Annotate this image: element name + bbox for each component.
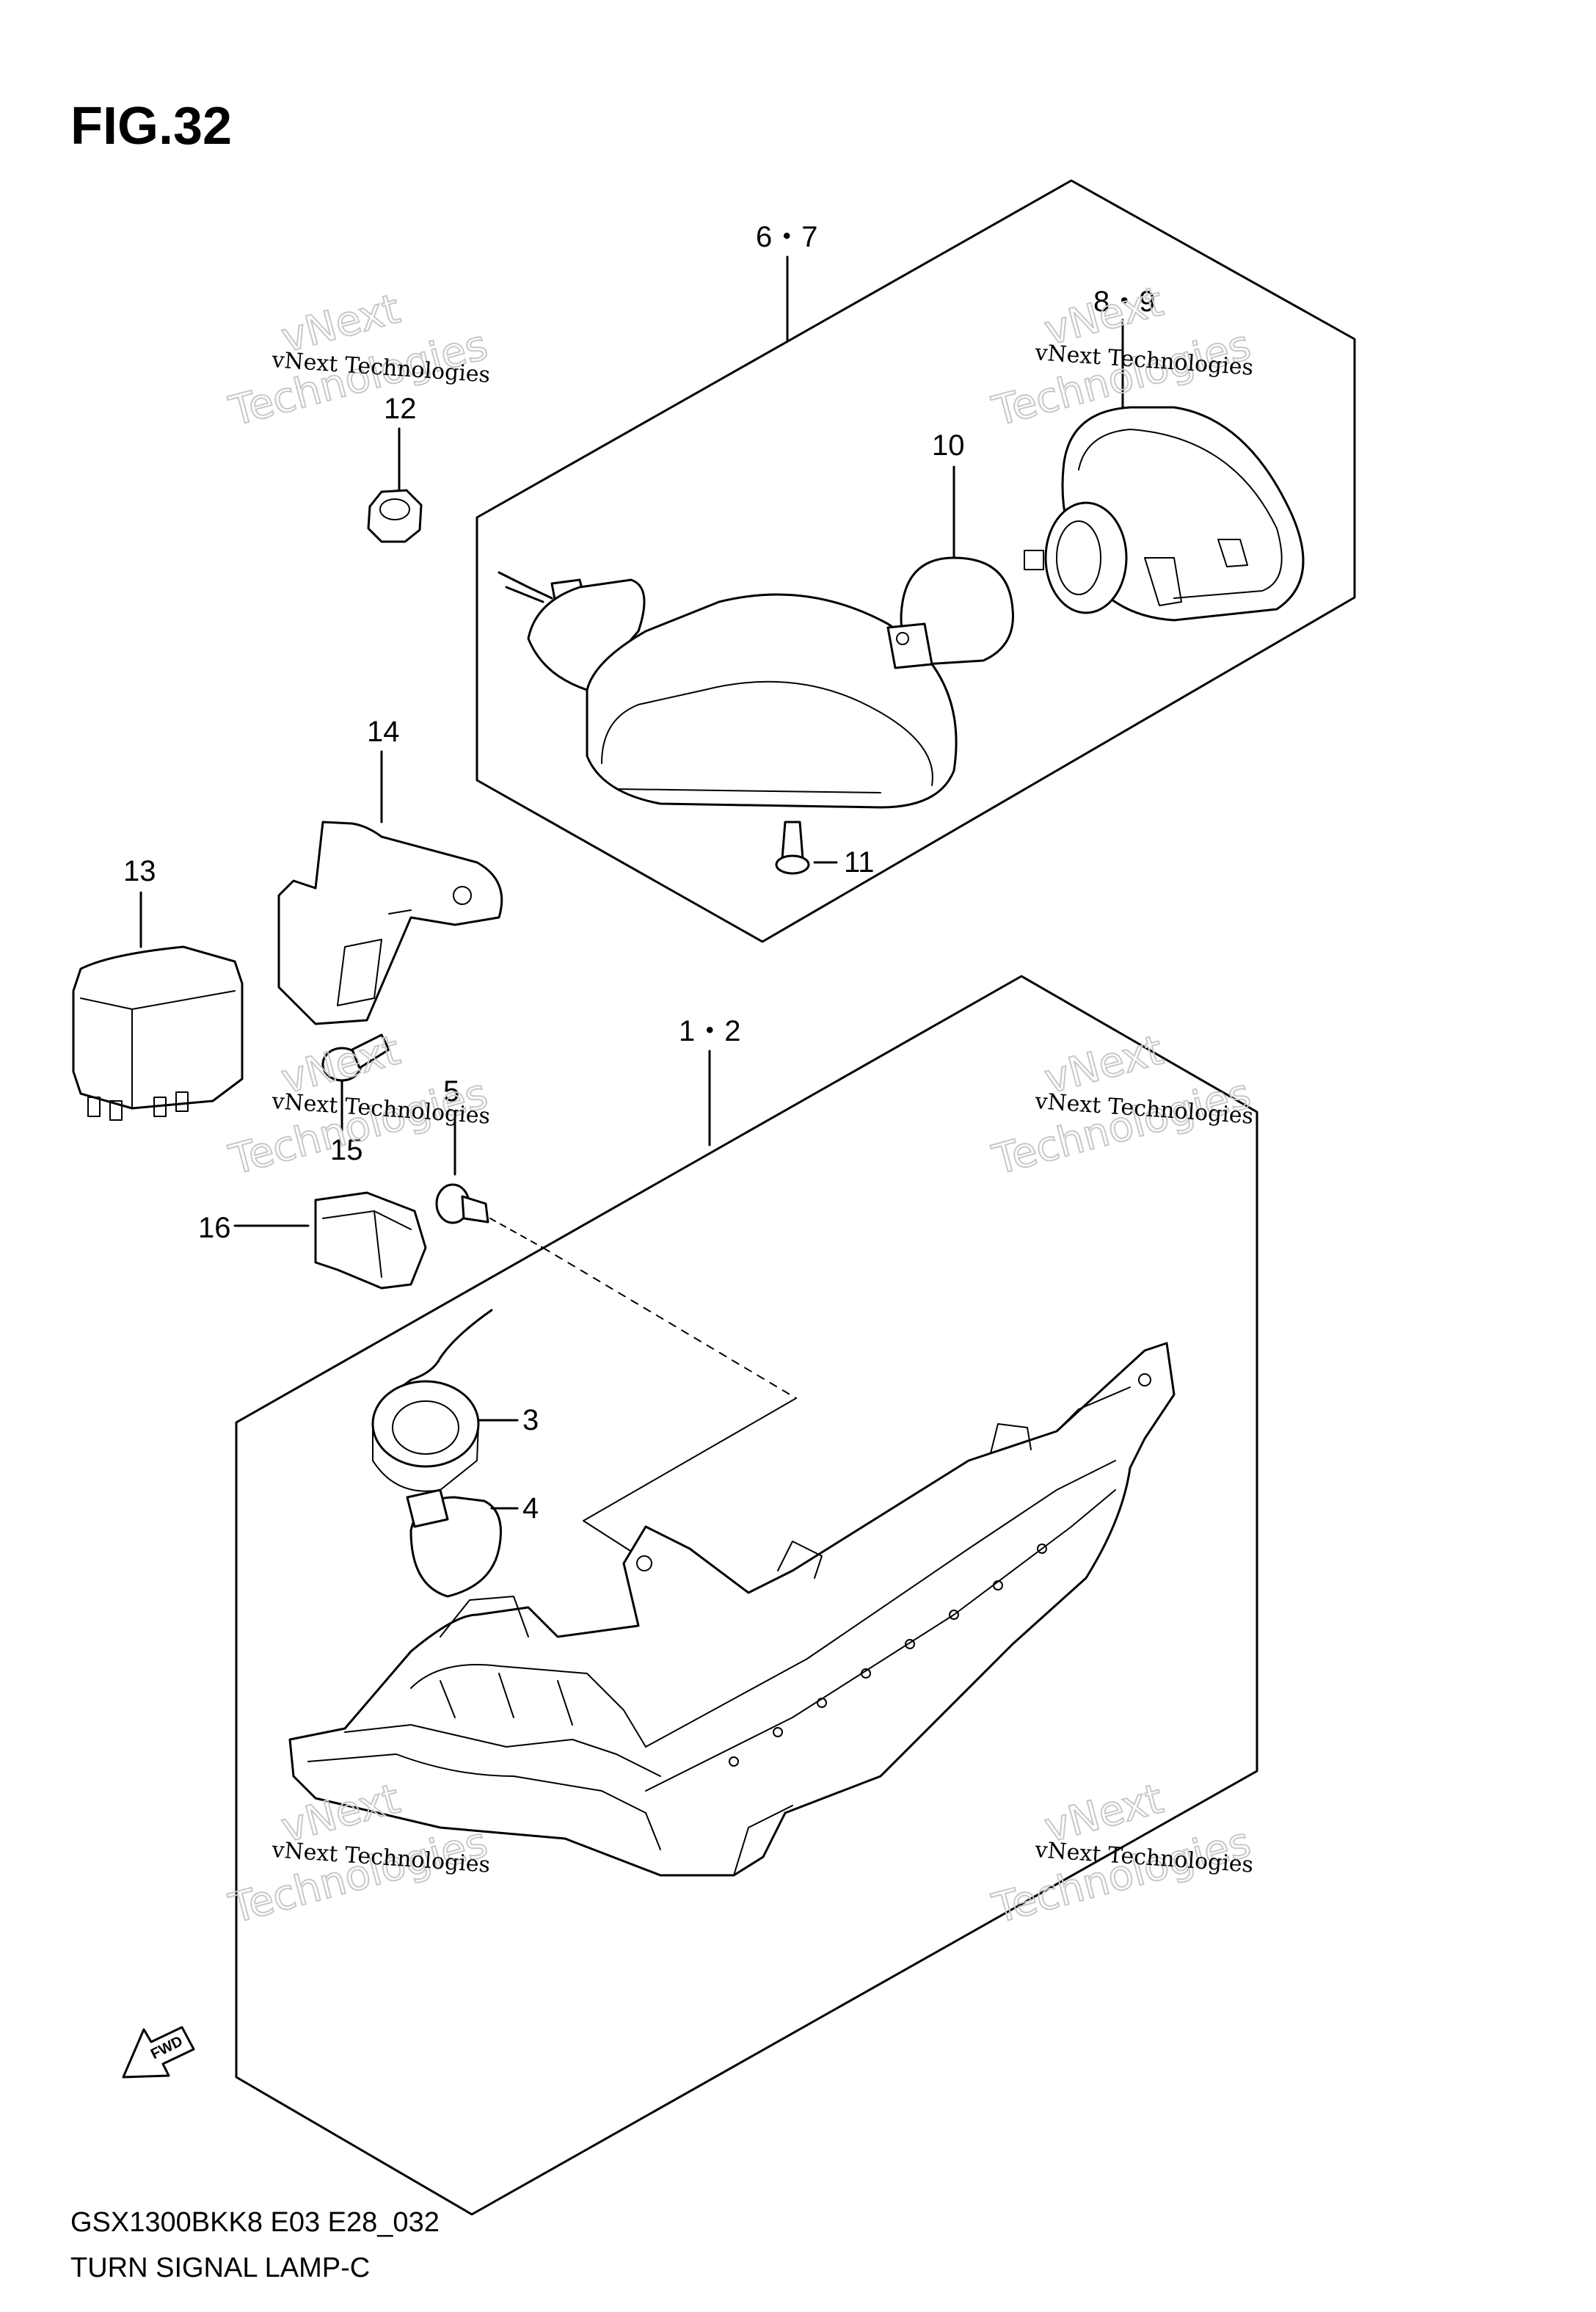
callout-14: 14	[367, 716, 400, 748]
part-15-bolt: 15	[321, 1033, 390, 1166]
fwd-arrow-icon: FWD	[122, 2026, 195, 2079]
part-8-9-lens: 8・9	[1024, 286, 1305, 622]
watermark-1: vNext Technologies vNext Technologies	[224, 284, 493, 436]
watermark-4: vNext Technologies vNext Technologies	[987, 1025, 1256, 1185]
leader-dash-1	[542, 1247, 797, 1399]
part-10-bulb: 10	[886, 429, 1014, 669]
callout-16: 16	[198, 1212, 231, 1244]
svg-text:6・7: 6・7	[756, 221, 818, 253]
callout-11: 11	[844, 846, 875, 879]
figure-caption: TURN SIGNAL LAMP-C	[70, 2253, 370, 2283]
part-16-clip: 16	[198, 1191, 427, 1290]
assembly-box-upper	[475, 179, 1356, 943]
callout-4: 4	[522, 1492, 539, 1524]
callout-12: 12	[384, 393, 417, 425]
part-3-socket: 3	[371, 1309, 539, 1492]
callout-15: 15	[330, 1134, 363, 1166]
part-13-relay: 13	[72, 855, 244, 1121]
svg-text:Technologies: Technologies	[225, 1819, 492, 1933]
callout-6-7: 6・7	[756, 221, 818, 341]
part-11-screw: 11	[775, 821, 875, 879]
part-5-screw: 5	[435, 1075, 544, 1248]
callout-1-2: 1・2	[679, 1015, 741, 1146]
figure-title: FIG.32	[70, 97, 232, 156]
leader-dash-2	[583, 1397, 797, 1557]
callout-10: 10	[932, 429, 965, 462]
part-14-bracket: 14	[277, 716, 503, 1025]
assembly-box-lower	[235, 975, 1258, 2216]
svg-text:1・2: 1・2	[679, 1015, 741, 1047]
svg-text:Technologies: Technologies	[988, 1070, 1256, 1185]
model-code: GSX1300BKK8 E03 E28_032	[70, 2207, 440, 2238]
part-4-bulb: 4	[406, 1488, 539, 1598]
svg-text:Technologies: Technologies	[225, 1070, 492, 1185]
callout-8-9: 8・9	[1093, 286, 1156, 318]
part-12-nut: 12	[367, 393, 423, 543]
callout-13: 13	[123, 855, 156, 887]
svg-text:Technologies: Technologies	[988, 1819, 1256, 1933]
callout-3: 3	[522, 1404, 539, 1436]
part-6-7-lamp-housing	[498, 571, 958, 809]
watermark-6: vNext Technologies vNext Technologies	[987, 1774, 1256, 1933]
callout-5: 5	[443, 1075, 459, 1108]
part-1-2-lamp-body	[288, 1342, 1176, 1877]
